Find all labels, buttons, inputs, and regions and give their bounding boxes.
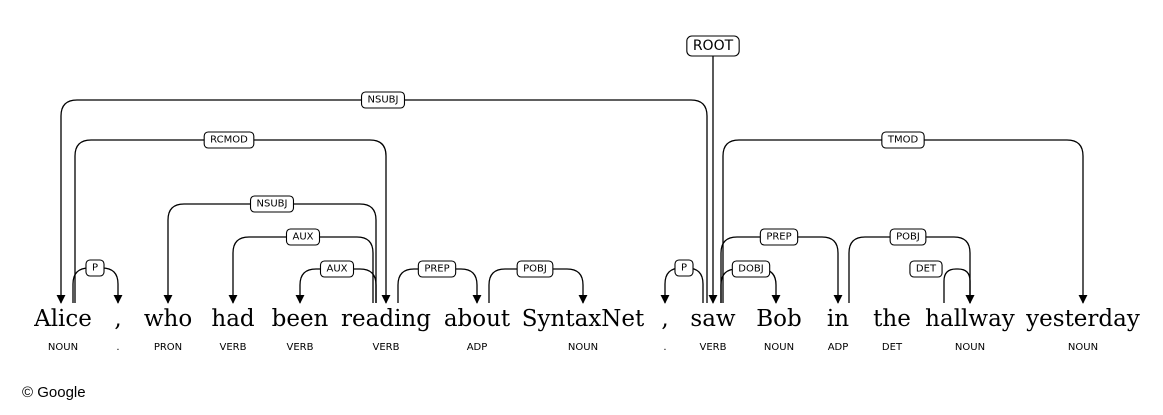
arc-line [74, 139, 391, 304]
dependency-arc-aux: AUX [295, 260, 377, 304]
arc-label-box [516, 260, 554, 278]
token-pos-tag: ADP [828, 342, 849, 353]
token-pos-tag: VERB [287, 342, 314, 353]
root-label-box [686, 35, 740, 57]
dependency-arc-pobj: POBJ [848, 228, 975, 304]
token-pos-tag: . [663, 342, 666, 353]
arc-label-box [285, 228, 321, 246]
token-word: who [144, 306, 192, 332]
token-pos-tag: . [116, 342, 119, 353]
token-word: Alice [33, 306, 92, 332]
arc-label-box [909, 260, 943, 278]
token-pos-tag: ADP [467, 342, 488, 353]
token-pos-tag: VERB [700, 342, 727, 353]
token-word: SyntaxNet [522, 306, 645, 332]
token-pos-tag: NOUN [568, 342, 598, 353]
copyright-notice: © Google [22, 384, 86, 401]
arc-line [163, 203, 377, 304]
arc-label: AUX [292, 232, 313, 243]
arc-label: P [92, 263, 98, 274]
arc-label: P [681, 263, 687, 274]
arc-label: PREP [766, 232, 791, 243]
token-word: in [827, 306, 849, 332]
token-pos-tag: PRON [154, 342, 182, 353]
arc-line [722, 139, 1088, 304]
dependency-arc-prep: PREP [720, 228, 843, 304]
token-word: , [661, 306, 668, 332]
token-pos-tag: NOUN [48, 342, 78, 353]
dependency-arc-dobj: DOBJ [720, 260, 781, 304]
arc-label-box [360, 91, 406, 109]
arc-line [56, 99, 708, 304]
dependency-arc-nsubj: NSUBJ [163, 195, 377, 304]
dependency-arc-rcmod: RCMOD [74, 131, 391, 304]
arc-label: DET [916, 264, 937, 275]
dependency-arc-pobj: POBJ [488, 260, 588, 304]
root-label: ROOT [693, 38, 734, 54]
token-pos-tag: DET [882, 342, 903, 353]
dependency-arc-tmod: TMOD [722, 131, 1088, 304]
token-word: had [211, 306, 255, 332]
arc-label: NSUBJ [257, 199, 288, 210]
arc-label-box [731, 260, 771, 278]
arc-label-box [759, 228, 799, 246]
arc-label-box [203, 131, 255, 149]
token-pos-tag: VERB [220, 342, 247, 353]
dependency-arc-aux: AUX [228, 228, 374, 304]
arc-label-box [889, 228, 927, 246]
token-pos-tag: NOUN [955, 342, 985, 353]
dependency-arc-p: P [660, 259, 704, 304]
arc-label: NSUBJ [368, 95, 399, 106]
dependency-arc-nsubj: NSUBJ [56, 91, 708, 304]
dependency-arc-p: P [72, 259, 123, 304]
arc-label: PREP [424, 264, 449, 275]
arc-label: DOBJ [738, 264, 763, 275]
token-pos-tag: NOUN [1068, 342, 1098, 353]
arc-label-box [249, 195, 295, 213]
token-word: hallway [925, 306, 1015, 332]
token-word: reading [341, 306, 431, 332]
arc-label: RCMOD [210, 135, 248, 146]
arc-label-box [85, 259, 105, 277]
token-pos-tag: NOUN [764, 342, 794, 353]
token-word: saw [690, 306, 736, 332]
arc-label: TMOD [887, 135, 919, 146]
token-pos-tag: VERB [373, 342, 400, 353]
root-layer: ROOT [686, 35, 740, 304]
arc-label-box [319, 260, 355, 278]
arc-label: AUX [326, 264, 347, 275]
token-word: about [444, 306, 511, 332]
arc-line [943, 268, 975, 304]
arc-label-box [881, 131, 925, 149]
token-word: the [873, 306, 911, 332]
token-word: , [114, 306, 121, 332]
arc-label-box [674, 259, 694, 277]
arc-label: POBJ [896, 232, 920, 243]
token-word: Bob [756, 306, 801, 332]
arcs-layer: NSUBJ RCMOD NSUBJ AUX AUX P PREP POBJ P TMOD PREP D… [56, 91, 1088, 304]
dependency-arc-prep: PREP [397, 260, 482, 304]
arc-label-box [417, 260, 457, 278]
dependency-arc-det: DET [909, 260, 975, 304]
token-word: yesterday [1025, 306, 1140, 332]
arc-label: POBJ [523, 264, 547, 275]
token-word: been [272, 306, 329, 332]
